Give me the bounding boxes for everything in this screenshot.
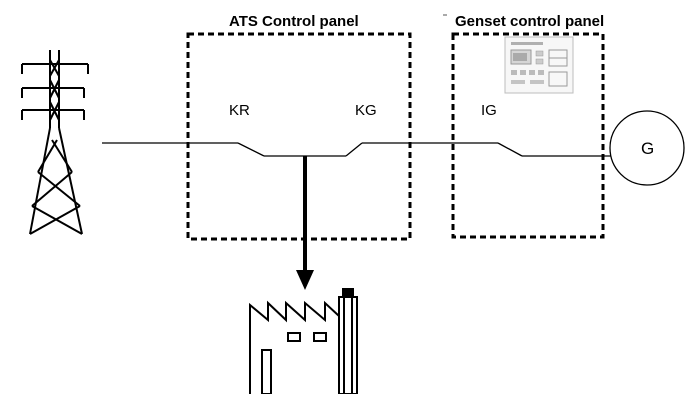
genset-panel-title: Genset control panel: [455, 13, 605, 30]
power-line: [102, 142, 613, 157]
factory-icon: [249, 288, 358, 394]
ats-control-panel-box: [186, 32, 412, 241]
switch-ig-label: IG: [481, 102, 497, 119]
generator-symbol: [609, 110, 685, 186]
generator-label: G: [641, 139, 655, 158]
ats-panel-title: ATS Control panel: [229, 13, 359, 30]
switch-kr-label: KR: [229, 102, 250, 119]
controller-device-icon: [504, 36, 574, 94]
transmission-tower-icon: [21, 50, 89, 235]
arrow-down-icon: [296, 270, 314, 290]
switch-kg-label: KG: [355, 102, 377, 119]
genset-control-panel-box: [451, 32, 605, 239]
